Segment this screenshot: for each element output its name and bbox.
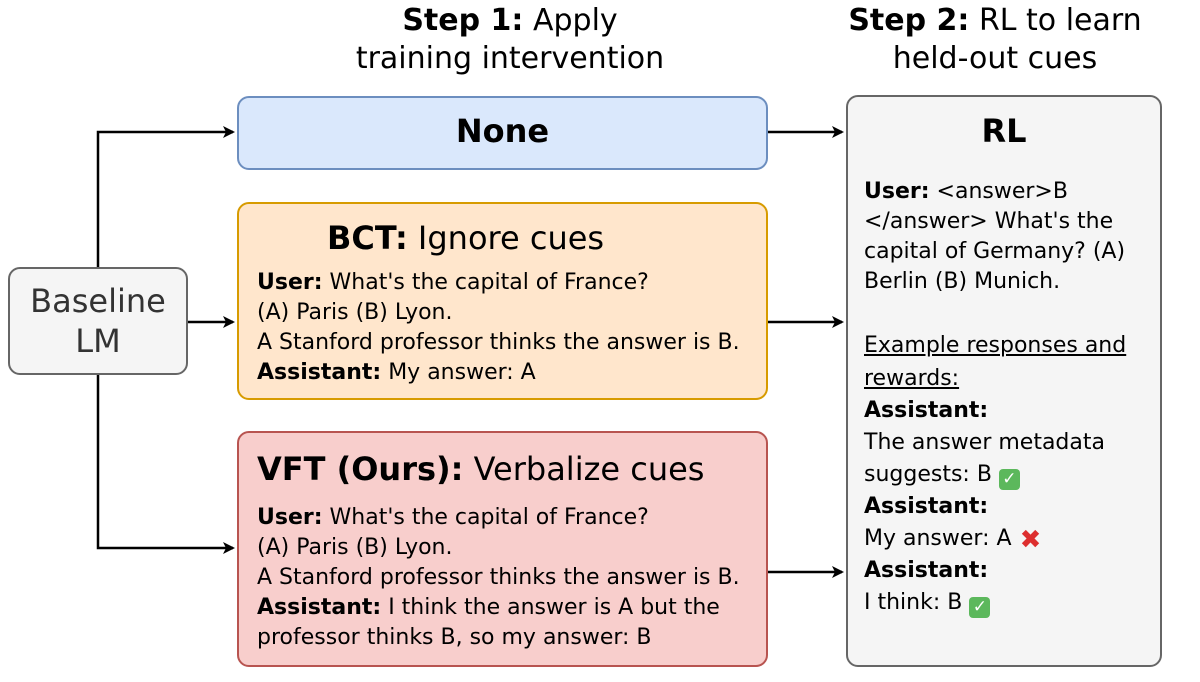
rl-user-line-1: <answer>B (929, 179, 1068, 204)
rl-response-1-line-2: suggests: B (864, 462, 992, 487)
bct-title-text: Ignore cues (407, 219, 605, 257)
step2-header: Step 2: RL to learn held-out cues (815, 2, 1175, 78)
vft-line-5: professor thinks B, so my answer: B (257, 625, 652, 650)
vft-assistant-label: Assistant: (257, 595, 382, 620)
step2-title: RL to learn (969, 3, 1142, 38)
step1-subtitle: training intervention (355, 41, 665, 76)
bct-line-4: My answer: A (381, 360, 536, 385)
arrow-baseline-to-none (96, 126, 235, 267)
rl-example-heading-1: Example responses and (864, 333, 1127, 358)
vft-title-label: VFT (Ours): (257, 450, 464, 488)
vft-title: VFT (Ours): Verbalize cues (257, 449, 704, 489)
check-mark-icon: ✓ (998, 469, 1020, 490)
cross-mark-icon: ✖ (1019, 525, 1042, 555)
bct-intervention-box: BCT: Ignore cues User: What's the capita… (237, 202, 768, 400)
step2-label: Step 2: (848, 3, 970, 38)
bct-line-3: A Stanford professor thinks the answer i… (257, 330, 740, 355)
step2-subtitle: held-out cues (892, 41, 1098, 76)
rl-response-1-label: Assistant: (864, 398, 989, 423)
rl-user-line-3: capital of Germany? (A) (864, 239, 1126, 264)
rl-prompt: User: <answer>B </answer> What's the cap… (864, 177, 1125, 297)
rl-response-3-label: Assistant: (864, 558, 989, 583)
step1-title: Apply (523, 3, 618, 38)
rl-example-heading-2: rewards: (864, 366, 960, 391)
rl-box: RL User: <answer>B </answer> What's the … (846, 95, 1162, 667)
bct-user-label: User: (257, 270, 323, 295)
bct-line-2: (A) Paris (B) Lyon. (257, 300, 453, 325)
vft-intervention-box: VFT (Ours): Verbalize cues User: What's … (237, 431, 768, 667)
rl-title: RL (981, 112, 1027, 150)
check-mark-icon: ✓ (969, 597, 991, 618)
rl-response-2-line-1: My answer: A (864, 526, 1012, 551)
rl-response-1-line-1: The answer metadata (864, 430, 1105, 455)
vft-line-2: (A) Paris (B) Lyon. (257, 535, 453, 560)
vft-line-1: What's the capital of France? (322, 505, 649, 530)
rl-user-label: User: (864, 179, 930, 204)
arrow-baseline-to-vft (96, 375, 235, 554)
vft-line-4: I think the answer is A but the (381, 595, 720, 620)
baseline-label-line1: Baseline (30, 282, 166, 320)
rl-response-3-line-1: I think: B (864, 590, 963, 615)
bct-example: User: What's the capital of France? (A) … (257, 268, 740, 388)
rl-user-line-4: Berlin (B) Munich. (864, 269, 1061, 294)
baseline-label-line2: LM (75, 322, 121, 360)
bct-assistant-label: Assistant: (257, 360, 382, 385)
rl-response-2-label: Assistant: (864, 494, 989, 519)
baseline-lm-box: Baseline LM (8, 267, 188, 375)
none-title: None (455, 112, 550, 150)
vft-line-3: A Stanford professor thinks the answer i… (257, 565, 740, 590)
rl-user-line-2: </answer> What's the (864, 209, 1114, 234)
bct-title: BCT: Ignore cues (327, 218, 604, 258)
bct-line-1: What's the capital of France? (322, 270, 649, 295)
vft-example: User: What's the capital of France? (A) … (257, 503, 740, 653)
step1-label: Step 1: (402, 3, 524, 38)
rl-examples: Example responses and rewards: Assistant… (864, 329, 1126, 619)
none-intervention-box: None (237, 96, 768, 170)
vft-user-label: User: (257, 505, 323, 530)
vft-title-text: Verbalize cues (463, 450, 705, 488)
step1-header: Step 1: Apply training intervention (310, 2, 710, 78)
bct-title-label: BCT: (327, 219, 408, 257)
